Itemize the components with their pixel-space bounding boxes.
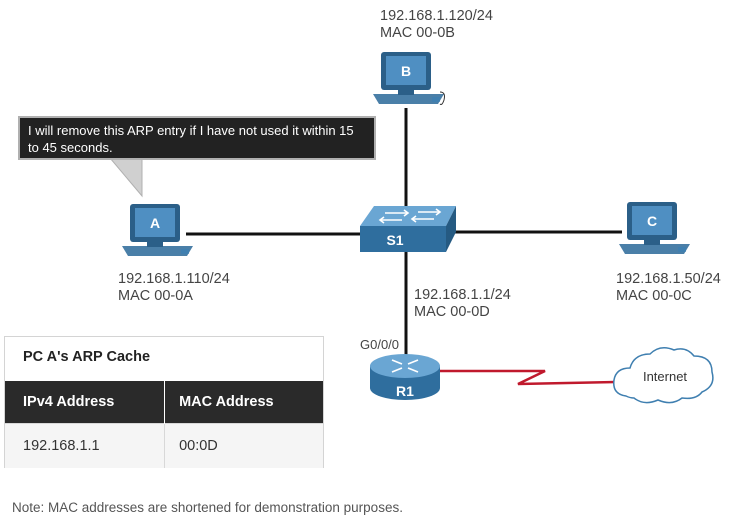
pc-c-icon[interactable]: C [619, 202, 690, 254]
router-r1-label: R1 [396, 383, 414, 399]
pc-a-icon[interactable]: A [122, 204, 193, 256]
header-mac-address: MAC Address [164, 381, 323, 424]
footnote: Note: MAC addresses are shortened for de… [12, 500, 403, 515]
pc-c-ip: 192.168.1.50/24 [616, 271, 721, 287]
switch-s1-icon[interactable]: S1 [360, 206, 456, 252]
internet-cloud-icon: Internet [613, 347, 714, 404]
header-ipv4-address: IPv4 Address [5, 381, 165, 424]
pc-b-ip: 192.168.1.120/24 [380, 8, 493, 24]
router-r1-icon[interactable]: R1 [370, 354, 440, 400]
link-r1-internet [440, 369, 617, 386]
router-mac: MAC 00-0D [414, 304, 490, 320]
cell-mac: 00:0D [164, 423, 323, 468]
internet-label: Internet [643, 369, 687, 384]
pc-c-mac: MAC 00-0C [616, 288, 692, 304]
pc-b-mac: MAC 00-0B [380, 25, 455, 41]
arp-cache-panel: PC A's ARP Cache IPv4 Address MAC Addres… [4, 336, 324, 468]
arp-cache-title: PC A's ARP Cache [23, 349, 151, 365]
router-ip: 192.168.1.1/24 [414, 287, 511, 303]
callout-pointer [108, 157, 143, 198]
switch-s1-label: S1 [386, 232, 403, 248]
table-row: 192.168.1.1 00:0D [5, 423, 323, 468]
callout-line-1: I will remove this ARP entry if I have n… [28, 123, 354, 138]
pc-b-icon[interactable]: B [373, 52, 445, 105]
callout-line-2: to 45 seconds. [28, 140, 113, 155]
pc-a-ip: 192.168.1.110/24 [118, 271, 230, 287]
pc-a-mac: MAC 00-0A [118, 288, 193, 304]
pc-b-label: B [401, 63, 411, 79]
cell-ipv4: 192.168.1.1 [5, 423, 165, 468]
router-interface-label: G0/0/0 [360, 337, 400, 352]
arp-cache-table: IPv4 Address MAC Address 192.168.1.1 00:… [5, 381, 323, 468]
arp-timeout-callout: I will remove this ARP entry if I have n… [18, 116, 376, 160]
pc-c-label: C [647, 213, 657, 229]
pc-a-label: A [150, 215, 160, 231]
